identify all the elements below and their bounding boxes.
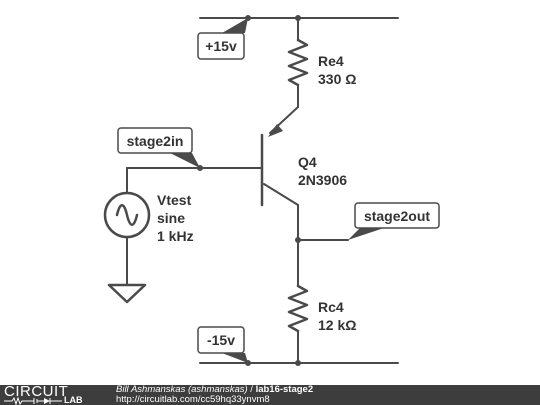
net-label-vneg-text: -15v (207, 332, 235, 348)
net-label-input[interactable]: stage2in (117, 127, 200, 168)
vtest-name: Vtest (157, 192, 192, 208)
net-label-vpos[interactable]: +15v (197, 18, 248, 60)
resistor-re4[interactable] (268, 17, 309, 137)
footer-attribution: Bill Ashmanskas (ashmanskas) / lab16-sta… (116, 385, 313, 395)
logo-text-circuit: CIRCUIT (4, 383, 69, 400)
transistor-q4[interactable] (199, 133, 299, 241)
footer-separator: / (247, 384, 256, 395)
vtest-waveform: sine (157, 210, 185, 226)
net-label-output-text: stage2out (364, 208, 430, 224)
q4-collector-lead (263, 183, 299, 206)
logo-schematic-icon (4, 397, 62, 405)
footer-circuit-title[interactable]: lab16-stage2 (255, 384, 314, 395)
net-label-vpos-text: +15v (205, 38, 237, 54)
ground-icon (107, 283, 147, 304)
net-label-output[interactable]: stage2out (348, 202, 440, 240)
q4-name: Q4 (298, 154, 317, 170)
sine-wave-icon (115, 204, 139, 226)
logo-text-lab: LAB (64, 395, 83, 405)
voltage-source-vtest[interactable] (103, 167, 151, 286)
resistor-rc4[interactable] (287, 239, 309, 364)
footer-url-link[interactable]: http://circuitlab.com/cc59hq33ynvm8 (116, 394, 270, 405)
rc4-value: 12 kΩ (318, 317, 356, 333)
circuitlab-logo[interactable]: CIRCUIT LAB (2, 383, 102, 405)
net-label-vneg[interactable]: -15v (197, 326, 248, 363)
net-label-input-text: stage2in (127, 133, 184, 149)
footer-bar: CIRCUIT LAB Bill Ashmanskas (ashmanskas)… (0, 383, 540, 405)
rc4-name: Rc4 (318, 299, 344, 315)
re4-name: Re4 (318, 53, 344, 69)
circuit-schematic: Re4 330 Ω Q4 2N3906 Rc4 12 kΩ Vtest sine… (103, 15, 440, 366)
vtest-frequency: 1 kHz (157, 228, 194, 244)
re4-value: 330 Ω (318, 71, 356, 87)
q4-part: 2N3906 (298, 172, 347, 188)
footer-author[interactable]: Bill Ashmanskas (ashmanskas) (116, 384, 248, 395)
